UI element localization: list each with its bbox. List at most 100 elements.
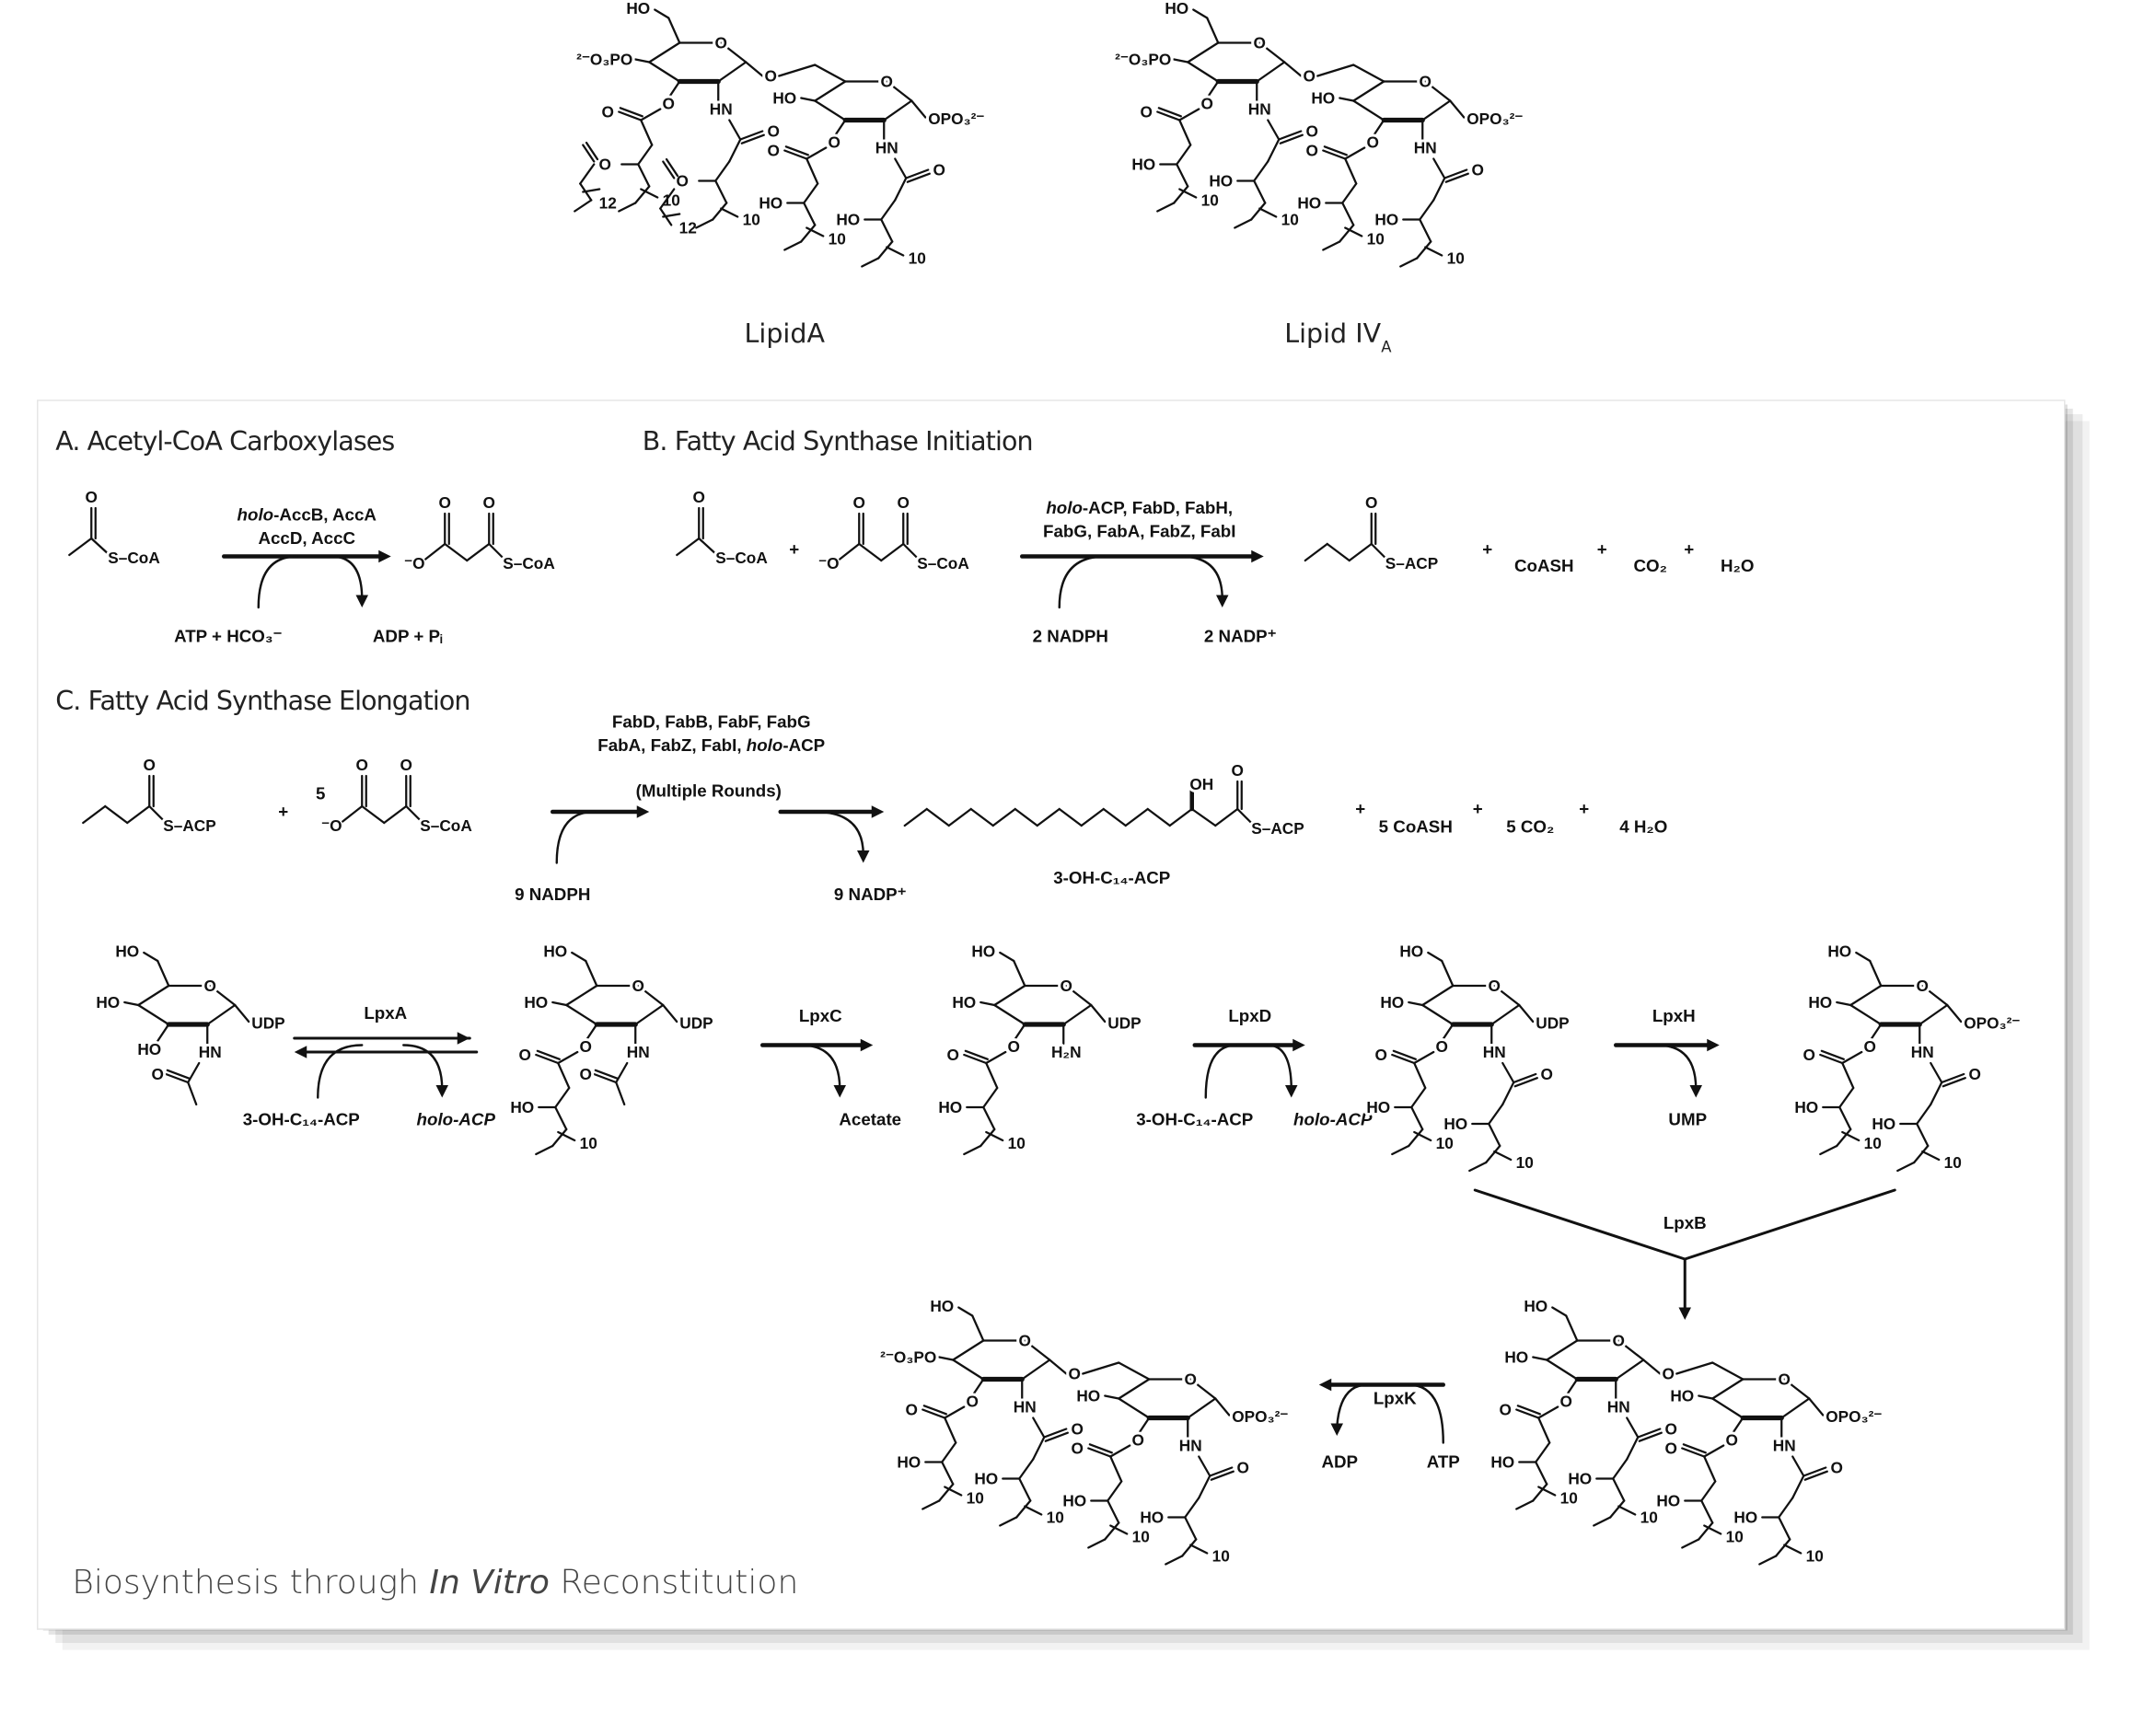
- chain-length: 10: [1726, 1528, 1744, 1546]
- amine: HN: [1014, 1398, 1037, 1417]
- byproduct-label: 5 CO₂: [1506, 817, 1554, 837]
- bond: [654, 8, 670, 19]
- anomeric-substituent: OPO₃²⁻: [928, 110, 984, 128]
- bond: [137, 984, 170, 1007]
- bond: [1849, 984, 1883, 1007]
- bond: [148, 804, 165, 822]
- carbonyl-oxygen: O: [1500, 1401, 1512, 1419]
- bond: [1413, 1050, 1435, 1065]
- bond: [1107, 1480, 1123, 1502]
- bond: [1253, 160, 1269, 182]
- bond: [720, 41, 748, 64]
- bond: [1921, 1150, 1941, 1162]
- hydroxyl: HO: [1140, 1509, 1164, 1527]
- bond: [1490, 1003, 1521, 1026]
- bond: [938, 1356, 955, 1361]
- bond: [1441, 959, 1455, 988]
- bond: [944, 1417, 957, 1444]
- cofactor-out-arrow: [402, 1044, 444, 1091]
- bond: [1178, 119, 1192, 146]
- ring-oxygen: O: [1061, 977, 1072, 995]
- bond: [1181, 1538, 1198, 1557]
- bond: [1869, 959, 1883, 988]
- bond: [695, 218, 714, 229]
- chain-length: 10: [1281, 211, 1299, 229]
- bond: [1178, 188, 1198, 199]
- carbonyl-oxygen: O: [1365, 493, 1377, 512]
- bond: [662, 213, 681, 218]
- bond: [1419, 199, 1435, 221]
- figure-caption: Biosynthesis through In Vitro Reconstitu…: [72, 1564, 798, 1602]
- bond: [1711, 1397, 1745, 1419]
- cofactor-out-arrow: [1336, 1383, 1369, 1429]
- ester-oxygen: O: [967, 1393, 979, 1411]
- cofactor-in-label: 9 NADPH: [515, 885, 590, 904]
- hydroxyl: HO: [1670, 1387, 1694, 1405]
- bond: [1146, 807, 1171, 827]
- arrowhead-icon: [435, 1085, 448, 1098]
- hydroxyl: HO: [1131, 156, 1155, 174]
- bond: [82, 804, 107, 825]
- bond: [1352, 64, 1385, 83]
- bond: [1036, 807, 1061, 827]
- bond: [1058, 807, 1083, 827]
- bond: [1698, 1521, 1714, 1541]
- bond: [1700, 1480, 1717, 1502]
- bond: [1165, 1555, 1184, 1566]
- bond: [361, 804, 386, 825]
- bond: [1190, 807, 1217, 827]
- bond: [342, 804, 364, 823]
- bond: [1323, 145, 1348, 156]
- bond: [1546, 1359, 1579, 1381]
- bond: [1256, 61, 1286, 83]
- bond: [1916, 1103, 1932, 1126]
- carbonyl-oxygen: O: [144, 756, 156, 774]
- cofactor-in-label: 2 NADPH: [1033, 627, 1108, 646]
- bond: [1352, 99, 1385, 121]
- hydroxyl: HO: [1872, 1115, 1895, 1133]
- bond: [676, 537, 701, 557]
- bond: [618, 110, 643, 121]
- bond: [585, 959, 598, 988]
- ring-oxygen: O: [1917, 977, 1929, 995]
- carbonyl-oxygen: O: [356, 756, 368, 774]
- carbonyl-oxygen: O: [1375, 1046, 1387, 1064]
- lpxb-label: LpxB: [1663, 1213, 1707, 1232]
- chain-length: 10: [1864, 1134, 1882, 1152]
- bond: [1209, 1466, 1234, 1477]
- hydroxyl: HO: [1827, 942, 1851, 961]
- bond: [1700, 1499, 1714, 1524]
- ring-oxygen: O: [715, 34, 727, 52]
- bond: [1711, 1378, 1745, 1400]
- arrowhead-icon: [1216, 595, 1229, 607]
- plus-sign: +: [278, 802, 288, 821]
- anomeric-substituent: OPO₃²⁻: [1826, 1407, 1882, 1426]
- bond: [717, 61, 748, 83]
- carbonyl-oxygen: O: [483, 493, 495, 512]
- chain-length: 10: [1516, 1153, 1534, 1172]
- bond: [783, 149, 808, 160]
- bond: [640, 108, 662, 121]
- bond: [806, 157, 819, 185]
- bond: [1024, 1339, 1051, 1361]
- lpxa-label: LpxA: [364, 1003, 407, 1023]
- ring-oxygen: O: [881, 73, 893, 91]
- bond: [1344, 226, 1363, 237]
- bond: [637, 984, 665, 1007]
- carbonyl-oxygen: O: [1306, 142, 1318, 160]
- bond: [1546, 1339, 1579, 1361]
- byproduct-label: 5 CoASH: [1379, 817, 1453, 837]
- bond: [1413, 1130, 1432, 1142]
- cofactor-out-arrow: [1179, 555, 1223, 601]
- bond: [1176, 144, 1192, 166]
- bond: [1941, 1072, 1965, 1084]
- bond: [1918, 1003, 1949, 1026]
- amine: HN: [1911, 1043, 1934, 1061]
- chain-length: 10: [909, 249, 926, 268]
- bond: [634, 185, 651, 204]
- bond: [1421, 1003, 1455, 1026]
- hydroxyl: HO: [1524, 1297, 1547, 1315]
- bond: [1802, 1466, 1827, 1477]
- arrowhead-icon: [1689, 1085, 1702, 1098]
- bond: [593, 1072, 618, 1084]
